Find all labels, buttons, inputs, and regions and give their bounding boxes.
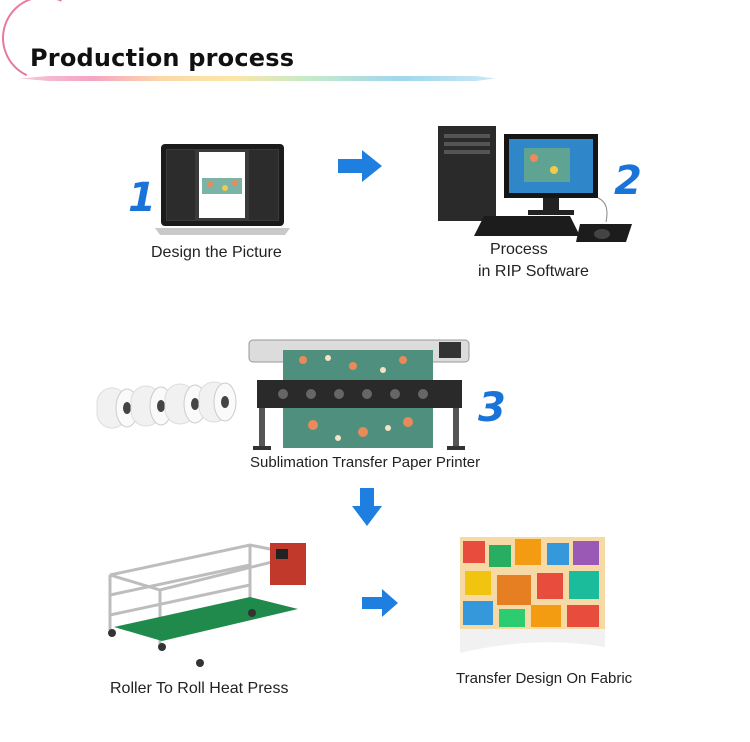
caption-design-the-picture: Design the Picture <box>151 244 282 261</box>
caption-sublimation-printer: Sublimation Transfer Paper Printer <box>250 454 481 471</box>
arrow-down-icon <box>352 488 382 526</box>
caption-transfer-design-on-fabric: Transfer Design On Fabric <box>456 670 633 687</box>
step-number-2: 2 <box>614 158 642 204</box>
step-number-1: 1 <box>128 175 156 221</box>
desktop-computer-icon <box>438 126 632 242</box>
step-number-3: 3 <box>478 385 506 431</box>
arrow-right-icon <box>362 589 398 617</box>
caption-roller-heat-press: Roller To Roll Heat Press <box>110 680 289 697</box>
rainbow-underline <box>20 76 495 81</box>
paper-rolls-icon <box>96 381 237 429</box>
heat-press-machine-icon <box>108 543 306 667</box>
laptop-icon <box>155 144 290 235</box>
caption-process: Process <box>490 241 548 258</box>
sublimation-printer-icon <box>248 339 470 450</box>
caption-rip-software: in RIP Software <box>478 263 589 280</box>
printed-fabric-image <box>460 537 605 653</box>
arrow-right-icon <box>338 150 382 182</box>
page-title: Production process <box>30 44 295 72</box>
